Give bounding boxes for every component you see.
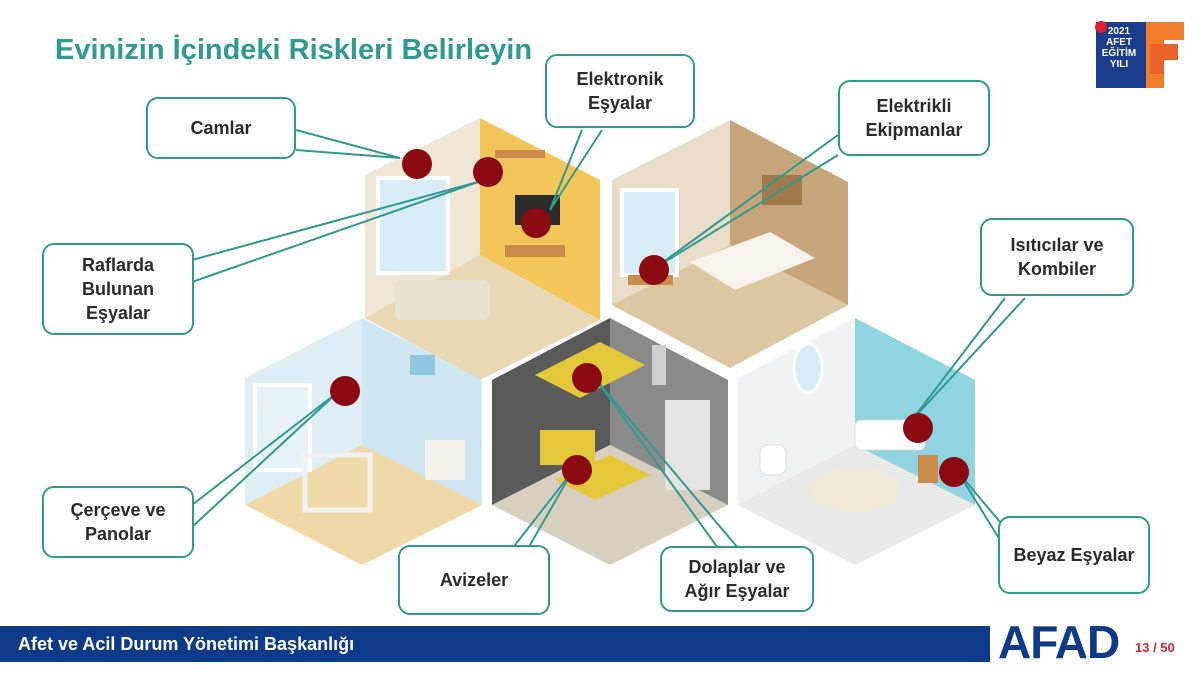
footer-org-name: Afet ve Acil Durum Yönetimi Başkanlığı — [18, 634, 355, 654]
callout-isiticilar: Isıtıcılar ve Kombiler — [980, 218, 1134, 296]
connector-lines — [191, 129, 1026, 549]
risk-marker-elektrikli — [639, 255, 669, 285]
risk-marker-beyaz — [939, 457, 969, 487]
callout-avizeler: Avizeler — [398, 545, 550, 615]
afad-logo: AFAD — [998, 616, 1120, 668]
year-logo-text: 2021 AFET EĞİTİM YILI — [1101, 26, 1137, 70]
bedroom — [612, 120, 848, 368]
page-title: Evinizin İçindeki Riskleri Belirleyin — [55, 34, 533, 66]
callout-beyaz: Beyaz Eşyalar — [998, 516, 1150, 594]
risk-marker-cerceve — [330, 376, 360, 406]
callout-cerceve: Çerçeve ve Panolar — [42, 486, 194, 558]
nursery — [245, 318, 482, 565]
risk-marker-isiticilar — [903, 413, 933, 443]
callout-elektronik: Elektronik Eşyalar — [545, 54, 695, 128]
risk-markers — [330, 149, 969, 487]
callout-camlar: Camlar — [146, 97, 296, 159]
callout-dolaplar: Dolaplar ve Ağır Eşyalar — [660, 546, 814, 612]
risk-marker-elektronik — [521, 208, 551, 238]
bathroom — [738, 318, 975, 565]
callout-raflarda: Raflarda Bulunan Eşyalar — [42, 243, 194, 335]
risk-marker-avizeler — [562, 455, 592, 485]
risk-marker-raflarda — [473, 157, 503, 187]
page-number: 13 / 50 — [1135, 640, 1175, 655]
risk-marker-dolaplar — [572, 363, 602, 393]
risk-marker-camlar — [402, 149, 432, 179]
callout-elektrikli: Elektrikli Ekipmanlar — [838, 80, 990, 156]
afet-egitim-yili-logo — [1095, 21, 1184, 88]
footer-bar: Afet ve Acil Durum Yönetimi Başkanlığı — [0, 626, 990, 662]
